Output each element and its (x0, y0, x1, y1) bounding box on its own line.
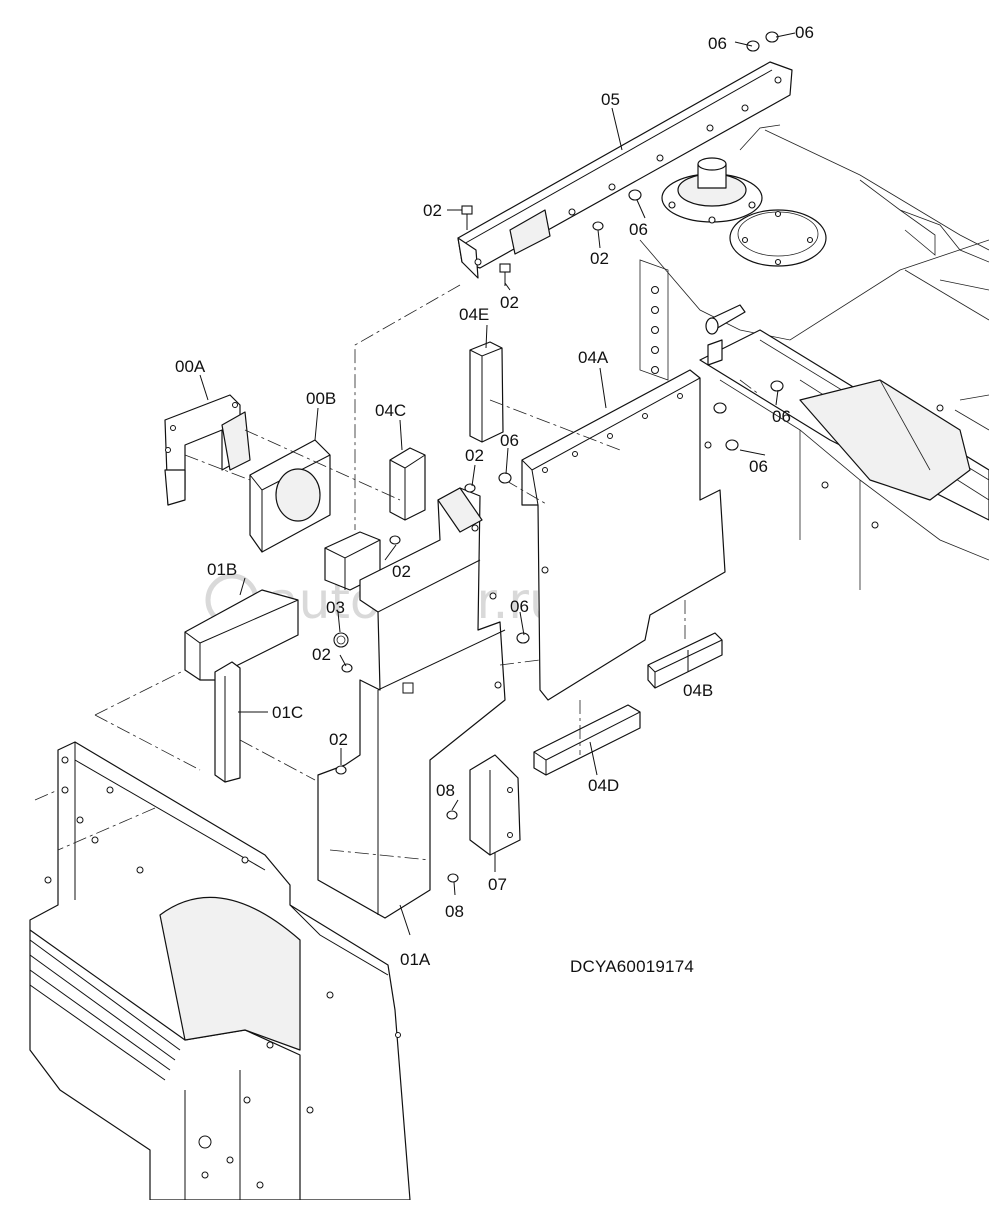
bolt-06-icon (516, 632, 530, 644)
bolt-02-icon (341, 663, 353, 673)
callout-07: 07 (488, 875, 507, 894)
callout-04b: 04B (683, 681, 713, 700)
bolt-02-icon (335, 765, 347, 775)
callout-06: 06 (795, 23, 814, 42)
callout-08: 08 (445, 902, 464, 921)
callout-labels: 06 06 05 02 06 02 02 04E 00A 00B 04C 04A… (175, 23, 814, 969)
bolt-06-icon (725, 439, 739, 451)
callout-06: 06 (510, 597, 529, 616)
callout-08: 08 (436, 781, 455, 800)
part-04d-bar (533, 704, 641, 776)
callout-06: 06 (772, 407, 791, 426)
bolt-08-icon (446, 810, 458, 820)
part-01b-block (184, 589, 299, 681)
callout-06: 06 (708, 34, 727, 53)
drawing-code: DCYA60019174 (570, 957, 694, 976)
callout-04d: 04D (588, 776, 619, 795)
callout-04e: 04E (459, 305, 489, 324)
washer-03-icon (333, 632, 349, 648)
swing-bearing (661, 157, 763, 224)
part-04b-bar (647, 632, 723, 689)
bolt-06-icon (713, 402, 727, 414)
callout-02: 02 (423, 201, 442, 220)
callout-02: 02 (500, 293, 519, 312)
lower-frame-assembly (29, 741, 411, 1201)
part-04e-strip (469, 341, 504, 443)
part-04c-block (389, 447, 426, 521)
callout-06: 06 (749, 457, 768, 476)
part-00a-bracket (164, 394, 251, 506)
part-04a-panel (521, 369, 726, 701)
callout-03: 03 (326, 598, 345, 617)
callout-06: 06 (500, 431, 519, 450)
callout-06: 06 (629, 220, 648, 239)
callout-00b: 00B (306, 389, 336, 408)
leader-lines (199, 32, 796, 936)
callout-01c: 01C (272, 703, 303, 722)
callout-01a: 01A (400, 950, 431, 969)
callout-01b: 01B (207, 560, 237, 579)
callout-02: 02 (392, 562, 411, 581)
cover-plate (729, 209, 827, 267)
upper-frame-assembly (639, 124, 989, 590)
fasteners (333, 380, 784, 883)
part-07-angle-bracket (469, 754, 521, 856)
callout-02: 02 (312, 645, 331, 664)
callout-02: 02 (329, 730, 348, 749)
part-05-upper-bracket (457, 61, 793, 279)
part-00b-cushion (249, 439, 331, 553)
bolt-06-icon (498, 472, 512, 484)
part-01c-column (214, 661, 241, 783)
bolt-06-icon (770, 380, 784, 392)
callout-02: 02 (590, 249, 609, 268)
bolt-02-icon (464, 483, 476, 493)
bolt-02-icon (389, 535, 401, 545)
callout-00a: 00A (175, 357, 206, 376)
callout-04c: 04C (375, 401, 406, 420)
bolt-08-icon (447, 873, 459, 883)
alignment-lines (34, 284, 761, 861)
callout-04a: 04A (578, 348, 609, 367)
callout-05: 05 (601, 90, 620, 109)
callout-02: 02 (465, 446, 484, 465)
part-01a-cover (317, 487, 506, 919)
